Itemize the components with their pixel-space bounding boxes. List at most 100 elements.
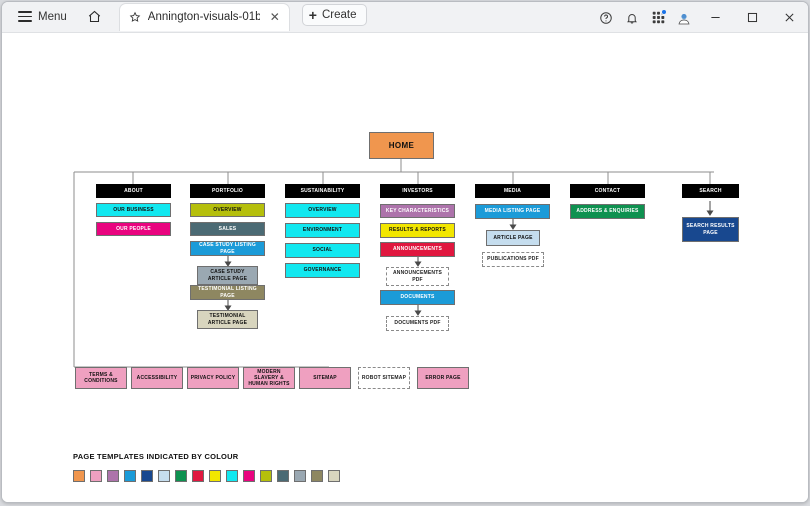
- create-label: Create: [321, 9, 357, 21]
- node-publications-pdf[interactable]: PUBLICATIONS PDF: [482, 252, 544, 267]
- node-media-header[interactable]: MEDIA: [475, 184, 550, 198]
- node-label: DOCUMENTS PDF: [394, 320, 441, 327]
- node-social[interactable]: SOCIAL: [285, 243, 360, 258]
- help-button[interactable]: [593, 5, 619, 31]
- create-button[interactable]: + Create: [301, 4, 367, 26]
- star-icon[interactable]: [129, 11, 141, 23]
- maximize-icon: [747, 12, 758, 23]
- node-documents[interactable]: DOCUMENTS: [380, 290, 455, 305]
- node-contact-header[interactable]: CONTACT: [570, 184, 645, 198]
- browser-tab[interactable]: Annington-visuals-01b.... ✕: [118, 2, 290, 31]
- node-media-listing-page[interactable]: MEDIA LISTING PAGE: [475, 204, 550, 219]
- node-label: PRIVACY POLICY: [190, 374, 236, 381]
- node-about-header[interactable]: ABOUT: [96, 184, 171, 198]
- node-label: INVESTORS: [402, 187, 433, 194]
- node-label: SEARCH: [699, 187, 722, 194]
- node-our-business[interactable]: OUR BUSINESS: [96, 203, 171, 217]
- node-announcements[interactable]: ANNOUNCEMENTS: [380, 242, 455, 257]
- legend-swatch: [260, 470, 272, 482]
- node-label: RESULTS & REPORTS: [389, 227, 446, 234]
- node-label: KEY CHARACTERISTICS: [385, 207, 450, 214]
- node-announcements-pdf[interactable]: ANNOUNCEMENTS PDF: [386, 267, 449, 286]
- node-label: ENVIRONMENT: [302, 227, 343, 234]
- node-label: MODERN SLAVERY & HUMAN RIGHTS: [248, 368, 290, 388]
- node-terms-conditions[interactable]: TERMS & CONDITIONS: [75, 367, 127, 389]
- node-search-results-page[interactable]: SEARCH RESULTS PAGE: [682, 217, 739, 242]
- node-testimonial-article-page[interactable]: TESTIMONIAL ARTICLE PAGE: [197, 310, 258, 329]
- node-governance[interactable]: GOVERNANCE: [285, 263, 360, 278]
- node-label: CASE STUDY ARTICLE PAGE: [207, 269, 248, 282]
- node-sustainability-header[interactable]: SUSTAINABILITY: [285, 184, 360, 198]
- legend-swatch: [277, 470, 289, 482]
- node-robot-sitemap[interactable]: ROBOT SITEMAP: [358, 367, 410, 389]
- node-key-characteristics[interactable]: KEY CHARACTERISTICS: [380, 204, 455, 218]
- account-avatar-icon: [678, 13, 690, 24]
- node-label: ANNOUNCEMENTS PDF: [393, 270, 442, 283]
- node-label: SEARCH RESULTS PAGE: [686, 223, 735, 236]
- node-label: SITEMAP: [313, 374, 337, 381]
- legend-swatch: [90, 470, 102, 482]
- node-environment[interactable]: ENVIRONMENT: [285, 223, 360, 238]
- node-portfolio-overview[interactable]: OVERVIEW: [190, 203, 265, 217]
- node-label: SALES: [218, 225, 237, 232]
- node-error-page[interactable]: ERROR PAGE: [417, 367, 469, 389]
- title-bar: Menu Annington-visuals-01b.... ✕ + Creat…: [2, 2, 808, 33]
- node-testimonial-listing-page[interactable]: TESTIMONIAL LISTING PAGE: [190, 285, 265, 300]
- node-accessibility[interactable]: ACCESSIBILITY: [131, 367, 183, 389]
- node-sales[interactable]: SALES: [190, 222, 265, 236]
- close-icon[interactable]: ✕: [269, 10, 280, 24]
- node-label: ABOUT: [124, 187, 143, 194]
- apps-button[interactable]: [645, 5, 671, 31]
- legend-swatch: [107, 470, 119, 482]
- node-investors-header[interactable]: INVESTORS: [380, 184, 455, 198]
- node-label: TERMS & CONDITIONS: [84, 371, 118, 384]
- node-label: PUBLICATIONS PDF: [487, 256, 539, 263]
- node-case-study-listing-page[interactable]: CASE STUDY LISTING PAGE: [190, 241, 265, 256]
- node-label: MEDIA LISTING PAGE: [484, 208, 541, 215]
- home-icon: [89, 10, 101, 23]
- close-window-button[interactable]: [771, 2, 808, 33]
- node-label: CONTACT: [594, 187, 621, 194]
- maximize-button[interactable]: [734, 2, 771, 33]
- node-sustainability-overview[interactable]: OVERVIEW: [285, 203, 360, 218]
- node-label: ARTICLE PAGE: [493, 234, 533, 241]
- window-close-icon: [785, 13, 794, 22]
- node-results-reports[interactable]: RESULTS & REPORTS: [380, 223, 455, 238]
- notifications-button[interactable]: [619, 5, 645, 31]
- diagram-canvas[interactable]: HOME ABOUT OUR BUSINESS OUR PEOPLE PORTF…: [2, 33, 808, 502]
- tab-title: Annington-visuals-01b....: [147, 11, 260, 23]
- legend-title: PAGE TEMPLATES INDICATED BY COLOUR: [73, 452, 239, 461]
- node-privacy-policy[interactable]: PRIVACY POLICY: [187, 367, 239, 389]
- node-case-study-article-page[interactable]: CASE STUDY ARTICLE PAGE: [197, 266, 258, 285]
- bell-icon: [627, 13, 637, 24]
- node-label: OUR PEOPLE: [116, 225, 151, 232]
- legend-swatch: [209, 470, 221, 482]
- legend-swatch: [192, 470, 204, 482]
- minimize-button[interactable]: [697, 2, 734, 33]
- legend-swatch: [311, 470, 323, 482]
- node-address-enquiries[interactable]: ADDRESS & ENQUIRIES: [570, 204, 645, 219]
- menu-button[interactable]: Menu: [12, 6, 73, 28]
- node-label: PORTFOLIO: [212, 187, 243, 194]
- hamburger-icon: [18, 11, 32, 22]
- node-label: SUSTAINABILITY: [300, 187, 345, 194]
- node-home[interactable]: HOME: [369, 132, 434, 159]
- node-documents-pdf[interactable]: DOCUMENTS PDF: [386, 316, 449, 331]
- node-label: ACCESSIBILITY: [136, 374, 178, 381]
- node-label: ERROR PAGE: [425, 374, 461, 381]
- node-label: DOCUMENTS: [400, 294, 435, 301]
- account-button[interactable]: [671, 5, 697, 31]
- title-bar-right: [593, 2, 808, 33]
- node-portfolio-header[interactable]: PORTFOLIO: [190, 184, 265, 198]
- legend-swatch: [226, 470, 238, 482]
- node-our-people[interactable]: OUR PEOPLE: [96, 222, 171, 236]
- node-search-header[interactable]: SEARCH: [682, 184, 739, 198]
- node-sitemap[interactable]: SITEMAP: [299, 367, 351, 389]
- node-modern-slavery[interactable]: MODERN SLAVERY & HUMAN RIGHTS: [243, 367, 295, 389]
- node-label: OVERVIEW: [213, 206, 242, 213]
- home-button[interactable]: [81, 5, 109, 29]
- minimize-icon: [711, 16, 720, 19]
- node-article-page[interactable]: ARTICLE PAGE: [486, 230, 540, 246]
- node-label: GOVERNANCE: [303, 267, 342, 274]
